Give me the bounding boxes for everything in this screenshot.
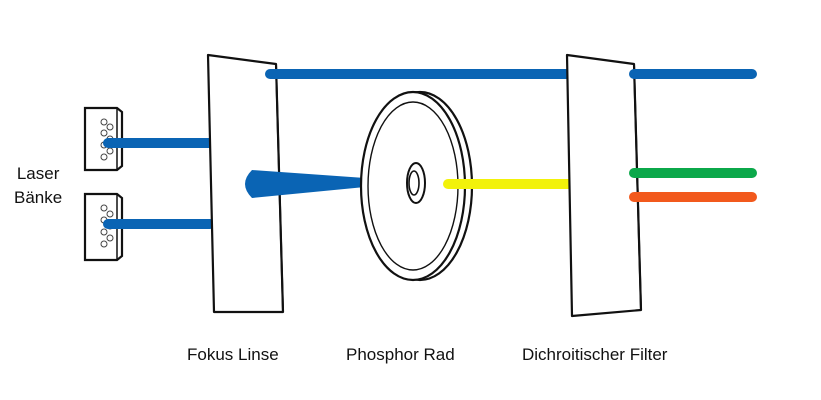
focused-beam-cone bbox=[245, 170, 365, 198]
dichroic-filter-label: Dichroitischer Filter bbox=[522, 345, 668, 364]
phosphor-wheel-label: Phosphor Rad bbox=[346, 345, 455, 364]
dichroic-filter-panel bbox=[565, 53, 643, 318]
laser-banks-label-line2: Bänke bbox=[14, 188, 63, 207]
laser-banks-label: Laser Bänke bbox=[14, 162, 62, 210]
focus-lens-label: Fokus Linse bbox=[187, 345, 279, 364]
phosphor-wheel bbox=[359, 90, 474, 282]
laser-bank-top bbox=[83, 106, 124, 172]
laser-banks-label-line1: Laser bbox=[16, 164, 60, 183]
